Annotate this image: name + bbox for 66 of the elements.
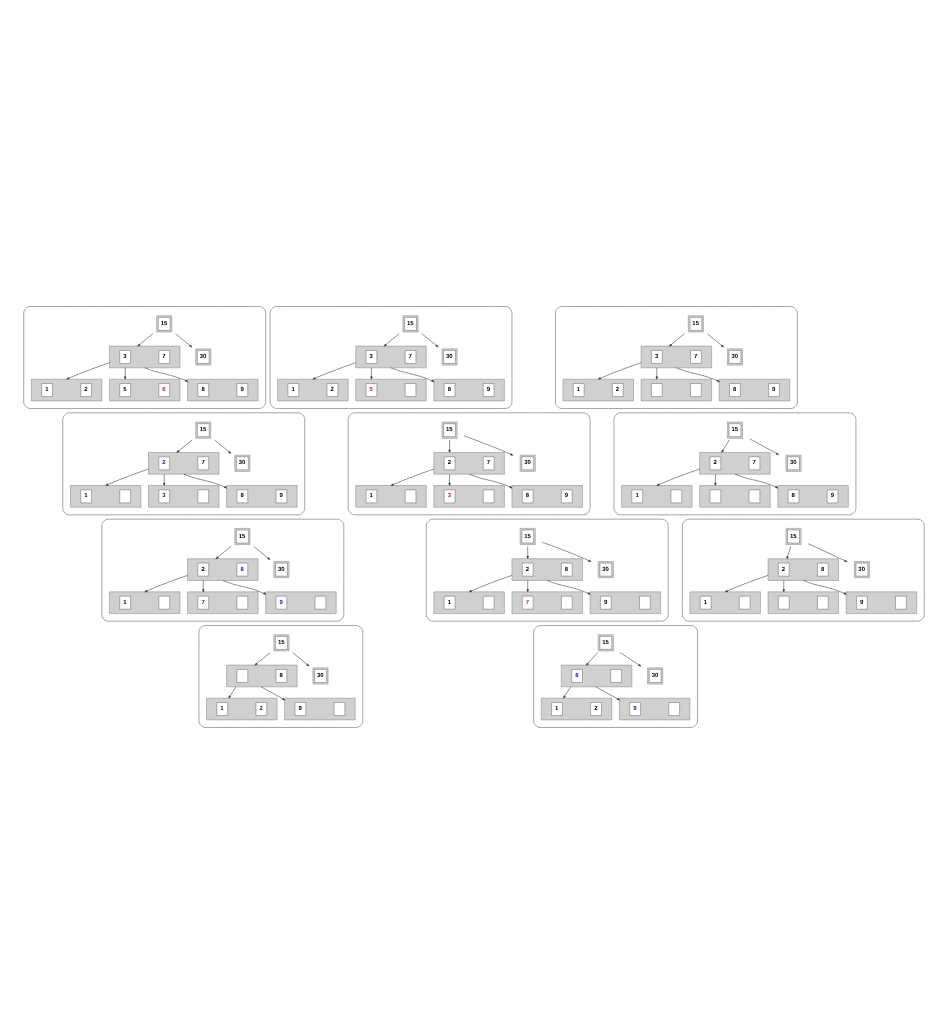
arrow [468,574,513,592]
arrow [749,437,779,454]
arrow [656,467,700,485]
arrow [253,545,271,559]
arrow [228,685,237,698]
arrow [370,366,373,379]
arrow [546,579,591,594]
arrow [721,438,730,452]
arrow [175,332,193,347]
arrow [706,332,724,347]
arrow [222,579,266,594]
cluster [187,377,259,401]
arrow [163,472,166,485]
arrow [183,472,227,488]
arrow [260,685,285,700]
arrow [448,438,451,452]
arrow [542,541,592,561]
arrow [202,579,205,592]
arrow [292,651,310,666]
arrow [724,574,769,592]
arrow [526,545,529,559]
arrow [66,361,110,379]
arrow [137,332,154,346]
arrow [448,472,451,485]
arrow [468,472,513,488]
arrow [619,651,642,666]
arrow [734,472,779,488]
arrow [214,438,232,453]
cluster [426,517,669,621]
arrow [215,545,232,559]
cluster [347,411,591,515]
arrow [807,542,848,562]
arrow [669,332,685,346]
arrow [312,361,356,379]
cluster [198,624,364,727]
arrow [563,685,571,698]
arrow [390,366,435,382]
cluster [23,305,266,408]
arrow [803,579,847,594]
arrow [390,467,435,485]
arrow [144,574,188,592]
arrow [655,366,658,379]
arrow [254,651,271,665]
arrow [676,366,720,382]
cluster [101,517,345,621]
arrow [464,434,514,455]
arrow [786,545,791,559]
cluster [62,411,305,515]
arrow [585,651,598,665]
cluster [555,305,798,408]
arrow [144,366,188,382]
cluster [619,696,691,720]
cluster [533,624,698,727]
arrow [105,467,149,485]
arrow [383,332,400,346]
arrow [421,332,439,347]
arrow [597,361,642,379]
arrow [124,366,127,379]
cluster [269,305,513,408]
arrow [176,438,193,452]
arrow [714,472,717,485]
cluster [682,517,925,621]
arrow [526,579,529,592]
arrow [782,579,785,592]
arrow [595,685,620,700]
cluster [613,411,857,515]
